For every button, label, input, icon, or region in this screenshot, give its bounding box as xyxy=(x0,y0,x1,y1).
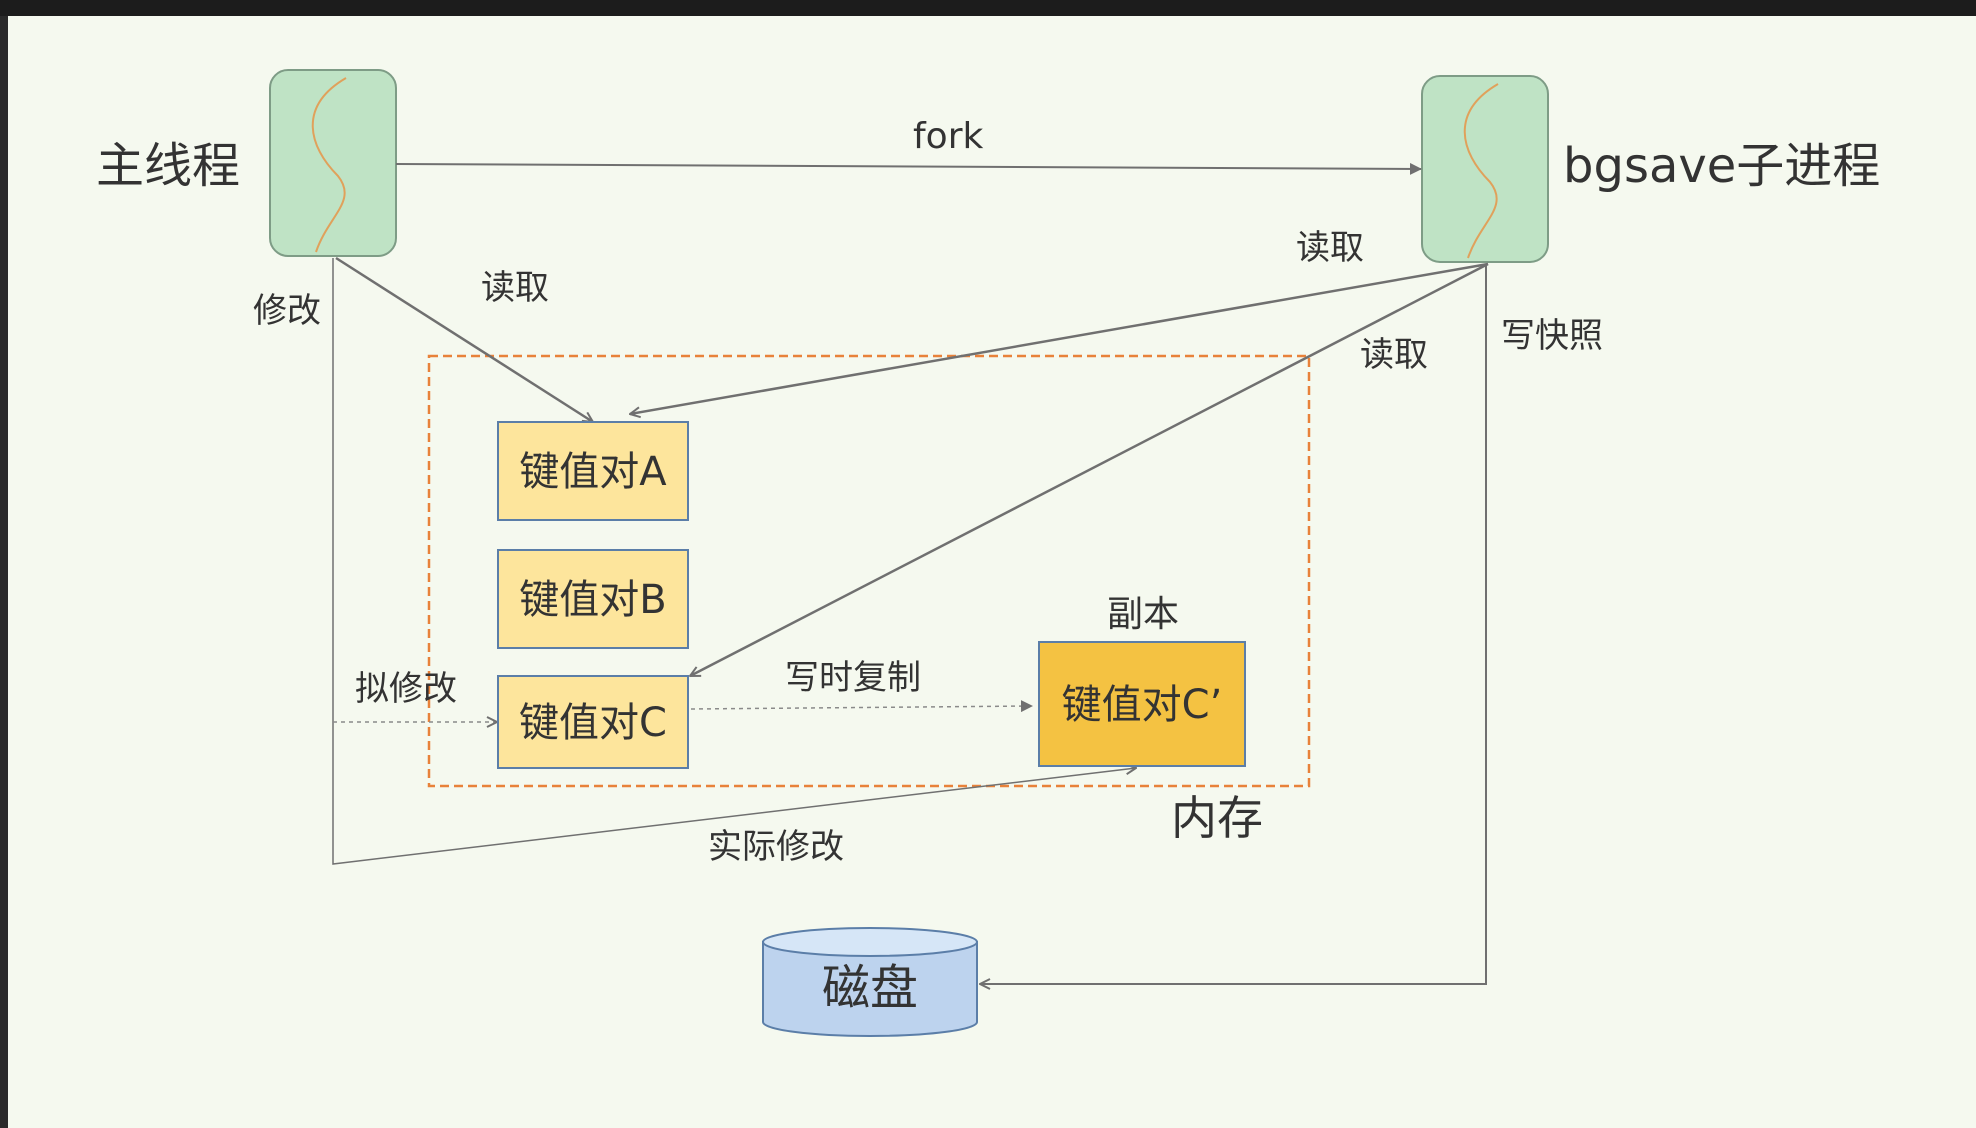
kv-c-node: 键值对C xyxy=(497,675,689,769)
window-top-bar xyxy=(0,0,1976,16)
main-modify-path xyxy=(332,258,1136,865)
kv-c-copy-node: 键值对C’ xyxy=(1038,641,1246,767)
thread-squiggle-icon xyxy=(1463,83,1499,259)
memory-label: 内存 xyxy=(1171,791,1263,845)
disk-label: 磁盘 xyxy=(822,960,918,1016)
main-read-arrow xyxy=(335,256,593,422)
kv-b-node: 键值对B xyxy=(497,549,689,649)
main-modify-label: 修改 xyxy=(253,291,321,331)
kv-a-node: 键值对A xyxy=(497,421,689,521)
main-thread-label: 主线程 xyxy=(96,138,240,194)
fork-label: fork xyxy=(913,116,984,157)
diagram-svg: 键值对A 键值对B 键值对C 键值对C’ 磁盘 主线程 bgsave子进程 副本… xyxy=(96,69,1880,1037)
memory-region xyxy=(427,354,1311,788)
diagram-canvas: 键值对A 键值对B 键值对C 键值对C’ 磁盘 主线程 bgsave子进程 副本… xyxy=(8,16,1976,1128)
kv-c-label: 键值对C xyxy=(519,700,667,746)
child-read-c-arrow xyxy=(690,262,1489,678)
cow-label: 写时复制 xyxy=(785,658,921,698)
left-edge-strip xyxy=(0,16,8,1128)
intend-modify-label: 拟修改 xyxy=(355,669,457,709)
actual-modify-label: 实际修改 xyxy=(708,827,844,867)
main-thread-node xyxy=(269,69,397,257)
copy-on-write-arrow xyxy=(690,700,1033,713)
child-process-node xyxy=(1421,75,1549,263)
kv-a-label: 键值对A xyxy=(519,449,667,495)
thread-squiggle-icon xyxy=(311,77,347,253)
child-read-c-label: 读取 xyxy=(1360,335,1428,375)
write-snapshot-arrow xyxy=(980,264,1487,984)
copy-label: 副本 xyxy=(1107,594,1179,635)
kv-b-label: 键值对B xyxy=(519,577,666,623)
disk-node: 磁盘 xyxy=(762,927,978,1037)
fork-arrow xyxy=(395,162,1422,175)
write-snapshot-label: 写快照 xyxy=(1501,316,1603,356)
kv-c-copy-label: 键值对C’ xyxy=(1062,682,1223,728)
child-read-a-arrow xyxy=(630,262,1489,414)
child-read-a-label: 读取 xyxy=(1296,228,1364,268)
main-read-label: 读取 xyxy=(481,268,549,308)
child-process-label: bgsave子进程 xyxy=(1563,138,1880,194)
